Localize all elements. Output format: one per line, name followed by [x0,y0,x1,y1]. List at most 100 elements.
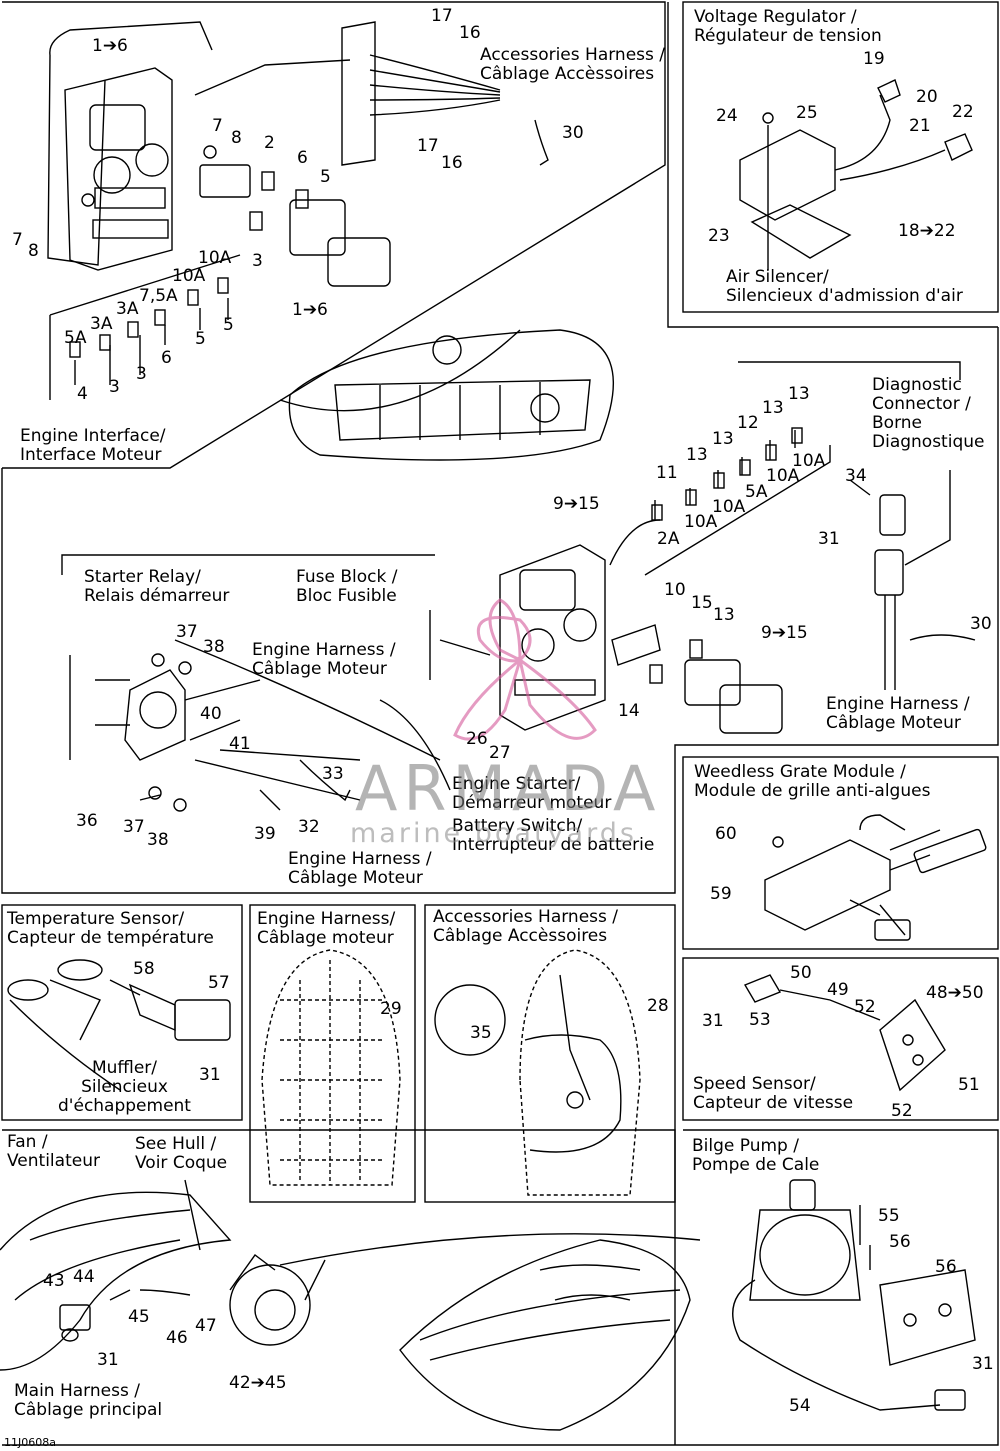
engine-harness-panel-label: Engine Harness/ Câblage moteur [257,909,396,948]
see-hull-label: See Hull / Voir Coque [135,1134,228,1173]
callout-10a: 10A [712,497,746,517]
bilge-pump-label: Bilge Pump / Pompe de Cale [692,1136,820,1175]
callout-11: 11 [656,463,678,483]
engine-harness-label-1: Engine Harness / Câblage Moteur [252,640,396,679]
battery-switch-label: Battery Switch/ Interrupteur de batterie [452,816,655,855]
callout-22: 22 [952,102,974,122]
fan-art [0,1179,326,1371]
callout-36: 36 [76,811,98,831]
callout-47: 47 [195,1316,217,1336]
callout-10a: 10A [172,266,206,286]
callout-50: 50 [790,963,812,983]
callout-49: 49 [827,980,849,1000]
callout-13: 13 [713,605,735,625]
callout-46: 46 [166,1328,188,1348]
callout-7: 7 [12,230,23,250]
callout-33: 33 [322,764,344,784]
voltage-regulator-art [739,79,973,270]
callout-3a: 3A [90,314,113,334]
callout-19: 19 [863,49,885,69]
callout-16: 16 [459,23,481,43]
engine-interface-art [47,21,549,400]
callout-23: 23 [708,226,730,246]
callout-13: 13 [788,384,810,404]
watermark-brand: ARMADA [355,752,662,825]
callout-44: 44 [73,1267,95,1287]
callout-37: 37 [176,622,198,642]
callout-58: 58 [133,959,155,979]
speed-sensor-label: Speed Sensor/ Capteur de vitesse [693,1074,854,1113]
callout-31: 31 [702,1011,724,1031]
callout-17: 17 [417,136,439,156]
callout-29: 29 [380,999,402,1019]
callout-40: 40 [200,704,222,724]
engine-interface-label: Engine Interface/ Interface Moteur [20,426,166,465]
callout-25: 25 [796,103,818,123]
watermark-propeller [453,598,597,741]
boat-side-view [279,1233,701,1431]
callout-15: 15 [691,593,713,613]
callout-13: 13 [762,398,784,418]
callout-5a: 5A [64,328,87,348]
callout-4: 4 [77,384,88,404]
callout-10a: 10A [792,451,826,471]
callout-53: 53 [749,1010,771,1030]
callout-31: 31 [199,1065,221,1085]
callout-28: 28 [647,996,669,1016]
boat-top-view [279,329,614,461]
callout-30: 30 [562,123,584,143]
callout-3: 3 [252,251,263,271]
callout-48-50: 48➔50 [926,983,984,1003]
weedless-grate-art [764,814,987,941]
engine-starter-label: Engine Starter/ Démarreur moteur [452,774,612,813]
callout-20: 20 [916,87,938,107]
callout-12: 12 [737,413,759,433]
speed-sensor-art [743,974,946,1092]
callout-2a: 2A [657,529,680,549]
callout-3: 3 [136,364,147,384]
temperature-sensor-art [7,959,231,1091]
callout-10a: 10A [684,512,718,532]
callout-31: 31 [818,529,840,549]
accessories-harness-top-label: Accessories Harness / Câblage Accèssoire… [480,45,665,84]
callout-13: 13 [712,429,734,449]
callout-2: 2 [264,133,275,153]
callout-5: 5 [195,329,206,349]
weedless-grate-label: Weedless Grate Module / Module de grille… [694,762,931,801]
callout-1-6: 1➔6 [92,36,128,56]
callout-55: 55 [878,1206,900,1226]
callout-6: 6 [297,148,308,168]
callout-26: 26 [466,729,488,749]
callout-17: 17 [431,6,453,26]
hull-engine-harness-art [261,949,401,1186]
callout-52: 52 [854,997,876,1017]
main-harness-label: Main Harness / Câblage principal [14,1381,163,1420]
callout-27: 27 [489,743,511,763]
callout-42-45: 42➔45 [229,1373,287,1393]
callout-8: 8 [231,128,242,148]
callout-10a: 10A [198,248,232,268]
callout-43: 43 [43,1271,65,1291]
hull-accessories-harness-art [434,949,641,1196]
callout-24: 24 [716,106,738,126]
callout-10: 10 [664,580,686,600]
callout-5: 5 [320,167,331,187]
watermark-tagline: marine boatyards [350,818,637,849]
callout-8: 8 [28,241,39,261]
fuse-block-art [429,427,803,734]
callout-56: 56 [889,1232,911,1252]
callout-34: 34 [845,466,867,486]
callout-6: 6 [161,348,172,368]
bilge-pump-art [732,1179,976,1411]
callout-10a: 10A [766,466,800,486]
voltage-regulator-label: Voltage Regulator / Régulateur de tensio… [694,7,882,46]
callout-35: 35 [470,1023,492,1043]
callout-5a: 5A [745,482,768,502]
callout-5: 5 [223,315,234,335]
callout-13: 13 [686,445,708,465]
callout-39: 39 [254,824,276,844]
callout-32: 32 [298,817,320,837]
callout-31: 31 [972,1354,994,1374]
